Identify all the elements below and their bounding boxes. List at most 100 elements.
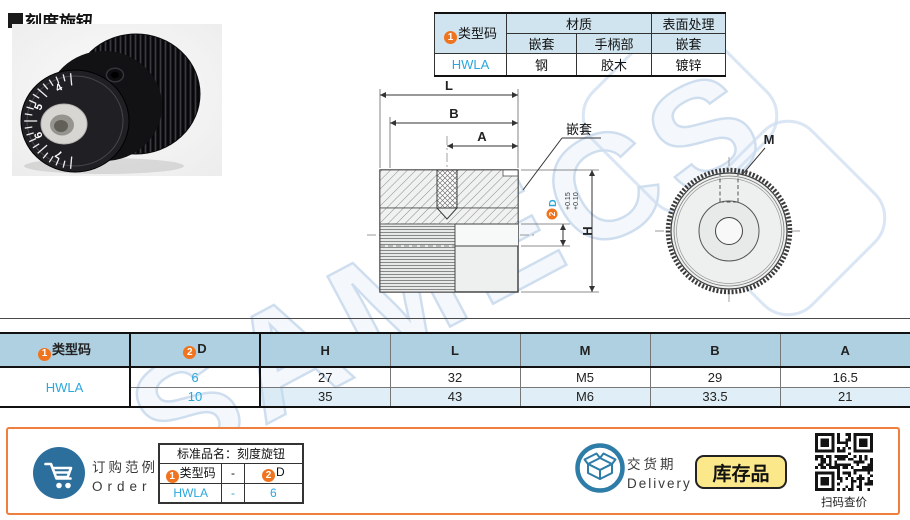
qr-caption: 扫码查价 bbox=[821, 497, 867, 509]
spec-surface-header: 表面处理 bbox=[651, 12, 726, 34]
delivery-label: 交货期 Delivery bbox=[627, 453, 692, 491]
stock-item-badge: 库存品 bbox=[695, 455, 787, 489]
bore-region bbox=[455, 224, 518, 246]
order-example-label: 订购范例 Order bbox=[92, 456, 158, 494]
dial-number: 7 bbox=[53, 147, 64, 160]
cell-b: 29 bbox=[649, 366, 781, 388]
d-label-letter: D bbox=[547, 199, 559, 207]
d-dimension-label: 2 D bbox=[546, 199, 559, 220]
spec-type-code-label: 类型码 bbox=[457, 25, 497, 41]
side-section-view: L B A H 嵌套 2 D +0.15 +0.10 bbox=[367, 78, 601, 293]
technical-drawing: L B A H 嵌套 2 D +0.15 +0.10 bbox=[367, 78, 803, 305]
col-header-L: L bbox=[389, 332, 521, 368]
table-row: 10 35 43 M6 33.5 21 bbox=[0, 386, 910, 408]
d-header-label: D bbox=[197, 340, 207, 356]
qr-modules bbox=[815, 433, 873, 491]
cell-a: 16.5 bbox=[779, 366, 910, 388]
bore-edges bbox=[454, 223, 518, 292]
col-header-A: A bbox=[779, 332, 910, 368]
cell-d: 6 bbox=[129, 366, 261, 388]
dim-label-B: B bbox=[449, 106, 458, 121]
front-bore-circle bbox=[715, 217, 743, 245]
order-type-label: 类型码 bbox=[179, 465, 216, 480]
cell-l: 43 bbox=[389, 386, 521, 408]
circled-1-icon: 1 bbox=[443, 31, 457, 45]
hidden-bore-lines bbox=[380, 223, 455, 247]
tolerance-lower: +0.10 bbox=[573, 192, 580, 210]
delivery-cn: 交货期 bbox=[627, 457, 677, 472]
spec-insert-material: 钢 bbox=[506, 53, 577, 76]
threaded-hole bbox=[436, 169, 458, 209]
order-example-dash: - bbox=[221, 483, 245, 503]
col-header-H: H bbox=[259, 332, 391, 368]
knob-bore-inner bbox=[54, 120, 68, 132]
product-photo-knob: 4 5 6 7 bbox=[12, 24, 222, 176]
insert-callout-leader bbox=[522, 137, 601, 191]
dial-number: 4 bbox=[53, 81, 65, 95]
circled-2-number: 2 bbox=[548, 211, 557, 216]
order-d-label: D bbox=[275, 464, 285, 479]
spec-handle-subheader: 手柄部 bbox=[576, 33, 652, 54]
knurl-elevation bbox=[379, 223, 456, 293]
spec-code-value: HWLA bbox=[434, 53, 507, 76]
section-hatch-left bbox=[379, 169, 438, 209]
front-screw-hole-hidden bbox=[719, 172, 739, 203]
type-code-header-label: 类型码 bbox=[51, 342, 91, 358]
dim-label-L: L bbox=[445, 78, 453, 93]
dim-label-H: H bbox=[580, 226, 595, 235]
cell-m: M6 bbox=[519, 386, 651, 408]
dim-labels: L B A H bbox=[445, 78, 595, 236]
front-view: M bbox=[655, 132, 803, 305]
spec-insert-subheader: 嵌套 bbox=[506, 33, 577, 54]
cell-h: 35 bbox=[259, 386, 391, 408]
col-header-M: M bbox=[519, 332, 651, 368]
tolerance-upper: +0.15 bbox=[565, 192, 572, 210]
insert-step-notch bbox=[502, 169, 519, 177]
spec-surface-finish: 镀锌 bbox=[651, 53, 726, 76]
col-header-B: B bbox=[649, 332, 781, 368]
circled-2-icon: 2 bbox=[261, 469, 275, 482]
insert-callout-label: 嵌套 bbox=[566, 122, 592, 137]
spec-material-header: 材质 bbox=[506, 12, 652, 34]
m-label-leader bbox=[741, 147, 766, 176]
drill-point bbox=[435, 207, 459, 220]
order-dash: - bbox=[221, 462, 245, 484]
delivery-box-icon bbox=[575, 443, 625, 493]
spec-surface-subheader: 嵌套 bbox=[651, 33, 726, 54]
delivery-en: Delivery bbox=[627, 476, 692, 491]
cell-d: 10 bbox=[129, 386, 261, 408]
cell-h: 27 bbox=[259, 366, 391, 388]
front-knurl-ring bbox=[665, 167, 793, 295]
dim-label-A: A bbox=[477, 129, 487, 144]
set-screw-hole-inner bbox=[111, 71, 119, 79]
circled-1-icon: 1 bbox=[165, 470, 179, 483]
cell-m: M5 bbox=[519, 366, 651, 388]
dial-tick-marks bbox=[24, 73, 73, 169]
standard-product-name: 标准品名：刻度旋钮 bbox=[158, 443, 304, 464]
dial-number: 6 bbox=[32, 130, 45, 140]
order-example-code: HWLA bbox=[158, 483, 223, 503]
order-example-cn: 订购范例 bbox=[92, 460, 158, 475]
table-row: HWLA 6 27 32 M5 29 16.5 bbox=[0, 366, 910, 408]
dim-label-M: M bbox=[764, 132, 775, 147]
front-inner-ring-2 bbox=[676, 178, 782, 284]
dimension-lines bbox=[380, 92, 595, 292]
order-example-d: 6 bbox=[243, 483, 304, 503]
cell-l: 32 bbox=[389, 366, 521, 388]
qr-code bbox=[815, 433, 873, 491]
front-inner-ring-1 bbox=[673, 175, 785, 287]
spec-row: HWLA 钢 胶木 镀锌 bbox=[434, 53, 726, 76]
cell-a: 21 bbox=[779, 386, 910, 408]
spec-handle-material: 胶木 bbox=[576, 53, 652, 76]
circled-2-icon: 2 bbox=[183, 346, 197, 360]
